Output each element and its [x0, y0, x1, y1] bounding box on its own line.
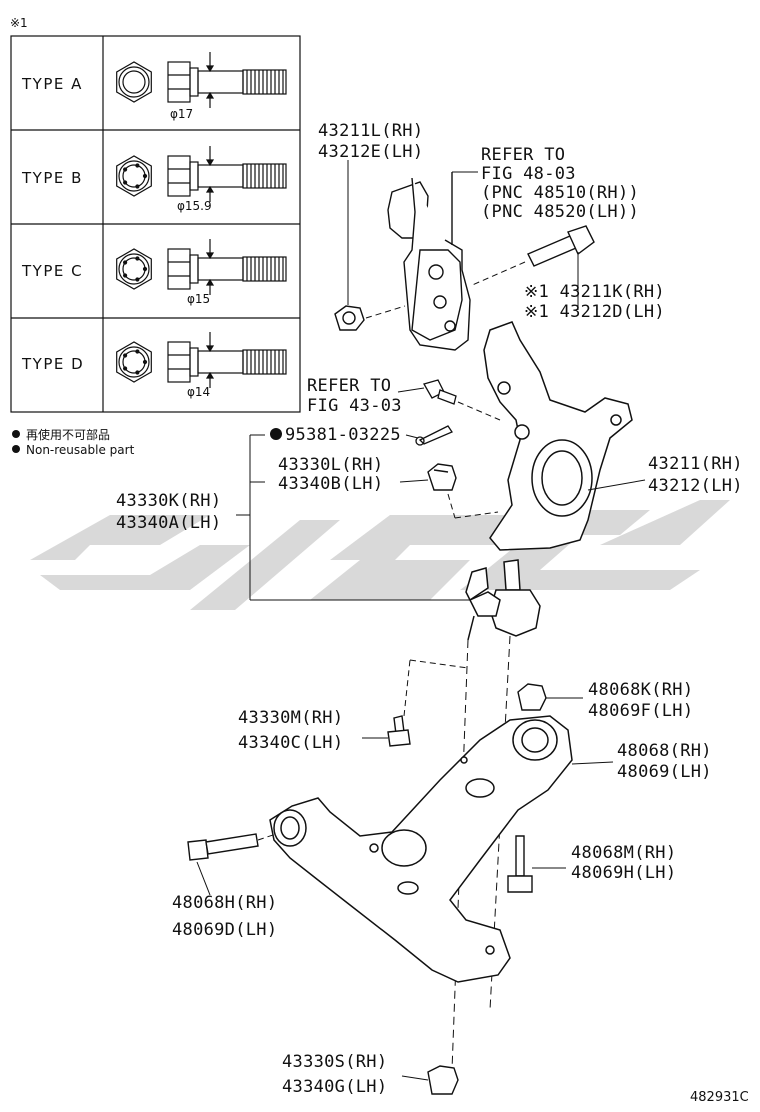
- label-rear-bolt-rh: 48068M(RH): [571, 843, 677, 863]
- hub-bolt-type-b: [116, 146, 287, 202]
- legend-english-text: Non-reusable part: [26, 443, 135, 457]
- label-bottom-nut-rh: 43330S(RH): [282, 1052, 388, 1072]
- label-refer-48-line1: REFER TO: [481, 145, 566, 165]
- hub-bolt-type-d: [116, 332, 287, 388]
- label-front-bolt-rh: 48068H(RH): [172, 893, 278, 913]
- label-bottom-nut-lh: 43340G(LH): [282, 1077, 388, 1097]
- label-ball-nut-lh: 43340B(LH): [278, 474, 384, 494]
- label-refer-48-line4: (PNC 48520(LH)): [481, 202, 640, 222]
- label-bracket-nut-rh: 43211L(RH): [318, 121, 424, 141]
- label-ball-joint-rh: 43330K(RH): [116, 491, 222, 511]
- label-knuckle-lh: 43212(LH): [648, 476, 743, 496]
- non-reusable-dot-icon: [12, 445, 20, 453]
- lower-arm-drawing: [269, 715, 614, 983]
- type-c-label: TYPE C: [22, 262, 84, 280]
- label-refer-48-line3: (PNC 48510(RH)): [481, 183, 640, 203]
- label-lower-arm-rh: 48068(RH): [617, 741, 712, 761]
- label-refer-48-line2: FIG 48-03: [481, 164, 576, 184]
- label-cotter-pin-text: 95381-03225: [285, 425, 401, 445]
- label-ball-bolt-rh: 43330M(RH): [238, 708, 344, 728]
- legend-english: Non-reusable part: [12, 443, 134, 457]
- label-bracket-nut-lh: 43212E(LH): [318, 142, 424, 162]
- type-d-label: TYPE D: [22, 355, 85, 373]
- label-knuckle-bolt-rh: ※1 43211K(RH): [524, 282, 665, 302]
- hub-bolt-drawings: [116, 52, 287, 388]
- label-knuckle-bolt-lh: ※1 43212D(LH): [524, 302, 665, 322]
- refer-bolt-drawing: [397, 379, 501, 421]
- hub-bolt-type-a: [116, 52, 287, 108]
- knuckle-bolt-drawing: [469, 225, 595, 310]
- bottom-nut-drawing: [401, 1065, 459, 1095]
- label-refer-43-line1: REFER TO: [307, 376, 392, 396]
- label-rear-bolt-lh: 48069H(LH): [571, 863, 677, 883]
- ball-joint-drawing: [250, 559, 541, 1071]
- label-front-bolt-lh: 48069D(LH): [172, 920, 278, 940]
- label-arm-nut-rh: 48068K(RH): [588, 680, 694, 700]
- hub-bolt-type-c: [116, 239, 287, 295]
- label-ball-nut-rh: 43330L(RH): [278, 455, 384, 475]
- front-bolt-drawing: [187, 833, 277, 896]
- label-refer-43-line2: FIG 43-03: [307, 396, 402, 416]
- type-a-label: TYPE A: [22, 75, 83, 93]
- arm-nut-drawing: [517, 683, 583, 711]
- ball-nut-drawing: [399, 463, 499, 519]
- label-knuckle-rh: 43211(RH): [648, 454, 743, 474]
- cotter-pin-drawing: [405, 425, 453, 446]
- type-table: [10, 35, 301, 413]
- strut-bracket-drawing: [387, 172, 471, 351]
- ball-joint-leader: [236, 434, 265, 600]
- label-cotter-pin: 95381-03225: [270, 425, 401, 446]
- non-reusable-dot-icon: [12, 430, 20, 438]
- ball-bolt-drawing: [362, 659, 469, 747]
- diagram-number: 482931C: [690, 1090, 749, 1105]
- legend-japanese-text: 再使用不可部品: [26, 428, 111, 442]
- type-d-diameter: φ14: [187, 385, 211, 399]
- type-c-diameter: φ15: [187, 292, 211, 306]
- bracket-nut-drawing: [334, 160, 406, 331]
- label-ball-joint-lh: 43340A(LH): [116, 513, 222, 533]
- steering-knuckle-drawing: [483, 321, 646, 551]
- non-reusable-dot-icon: [270, 428, 282, 440]
- legend-japanese: 再使用不可部品: [12, 426, 110, 443]
- label-lower-arm-lh: 48069(LH): [617, 762, 712, 782]
- watermark-logo: [30, 500, 730, 610]
- label-ball-bolt-lh: 43340C(LH): [238, 733, 344, 753]
- note-mark: ※1: [10, 16, 28, 30]
- type-a-diameter: φ17: [170, 107, 194, 121]
- rear-bolt-drawing: [507, 835, 566, 893]
- type-b-label: TYPE B: [22, 169, 83, 187]
- type-b-diameter: φ15.9: [177, 199, 212, 213]
- label-arm-nut-lh: 48069F(LH): [588, 701, 694, 721]
